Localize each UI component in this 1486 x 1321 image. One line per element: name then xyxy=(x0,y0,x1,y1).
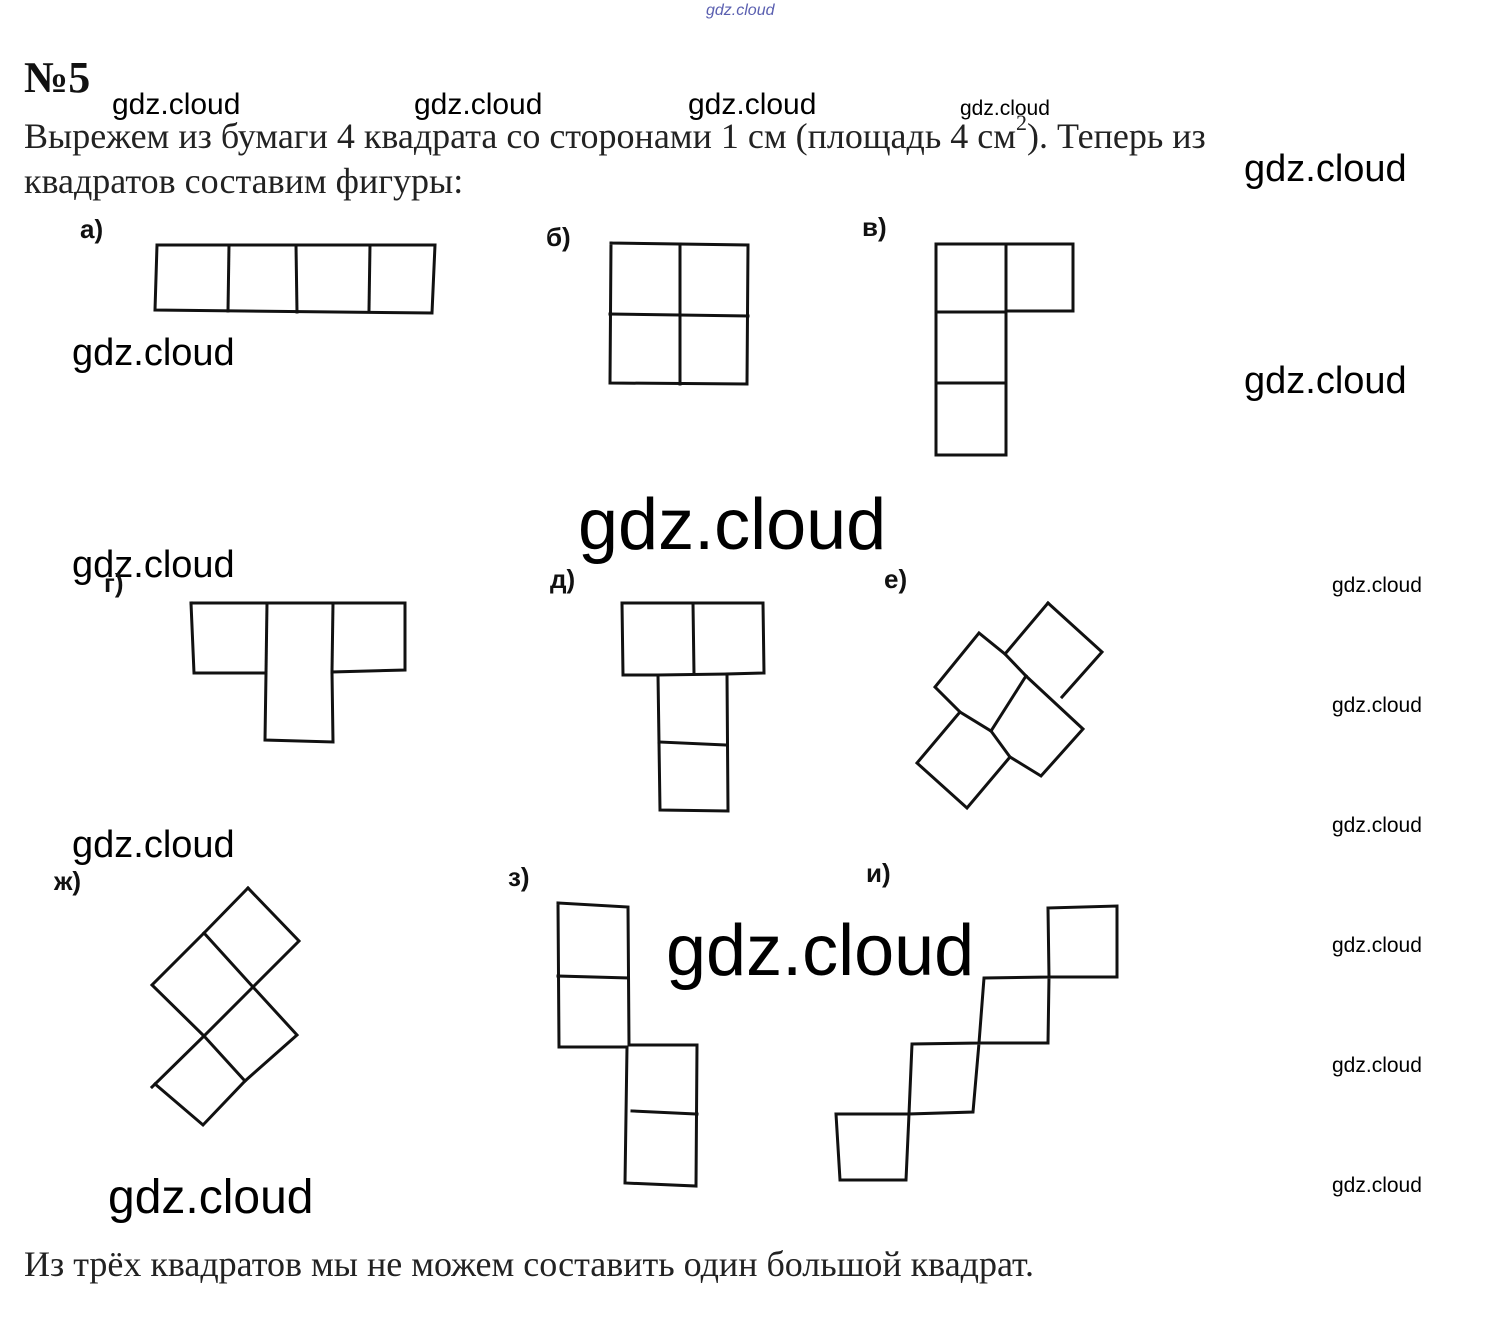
watermark: gdz.cloud xyxy=(1244,148,1407,190)
figure-v xyxy=(934,242,1075,457)
watermark: gdz.cloud xyxy=(578,485,887,565)
intro-line-1: Вырежем из бумаги 4 квадрата со сторонам… xyxy=(24,110,1206,157)
watermark: gdz.cloud xyxy=(1332,934,1422,957)
label-i: и) xyxy=(866,858,891,888)
figure-a xyxy=(153,243,437,315)
label-e: е) xyxy=(884,564,908,594)
watermark: gdz.cloud xyxy=(112,88,241,121)
label-b: б) xyxy=(546,222,571,252)
label-a: а) xyxy=(80,214,104,244)
intro-text: Вырежем из бумаги 4 квадрата со сторонам… xyxy=(24,116,1017,156)
task-number: №5 xyxy=(24,53,91,102)
figure-zh xyxy=(149,885,302,1128)
watermark: gdz.cloud xyxy=(1332,574,1422,597)
watermark: gdz.cloud xyxy=(108,1171,314,1224)
figure-d xyxy=(620,601,766,813)
watermark: gdz.cloud xyxy=(72,332,235,374)
watermark: gdz.cloud xyxy=(72,544,235,586)
label-z: з) xyxy=(508,862,530,892)
figure-b xyxy=(608,241,750,386)
label-v: в) xyxy=(862,212,887,242)
intro-text-end: ). Теперь из xyxy=(1027,116,1206,156)
figure-g xyxy=(189,601,407,744)
figure-z xyxy=(556,901,699,1188)
watermark: gdz.cloud xyxy=(414,88,543,121)
label-g: г) xyxy=(104,568,124,598)
intro-superscript: 2 xyxy=(1016,110,1028,135)
figure-e xyxy=(914,600,1105,811)
intro-line-2: квадратов составим фигуры: xyxy=(24,161,464,201)
figure-i xyxy=(834,904,1119,1182)
watermark: gdz.cloud xyxy=(1244,360,1407,402)
label-zh: ж) xyxy=(54,866,82,896)
watermark: gdz.cloud xyxy=(72,824,235,866)
watermark: gdz.cloud xyxy=(960,97,1050,120)
watermark: gdz.cloud xyxy=(1332,1174,1422,1197)
watermark: gdz.cloud xyxy=(1332,814,1422,837)
label-d: д) xyxy=(550,564,576,594)
conclusion-text: Из трёх квадратов мы не можем составить … xyxy=(24,1244,1035,1284)
watermark: gdz.cloud xyxy=(1332,694,1422,717)
watermark: gdz.cloud xyxy=(666,911,975,991)
watermark: gdz.cloud xyxy=(688,88,817,121)
watermark: gdz.cloud xyxy=(1332,1054,1422,1077)
watermark-top: gdz.cloud xyxy=(706,2,775,19)
